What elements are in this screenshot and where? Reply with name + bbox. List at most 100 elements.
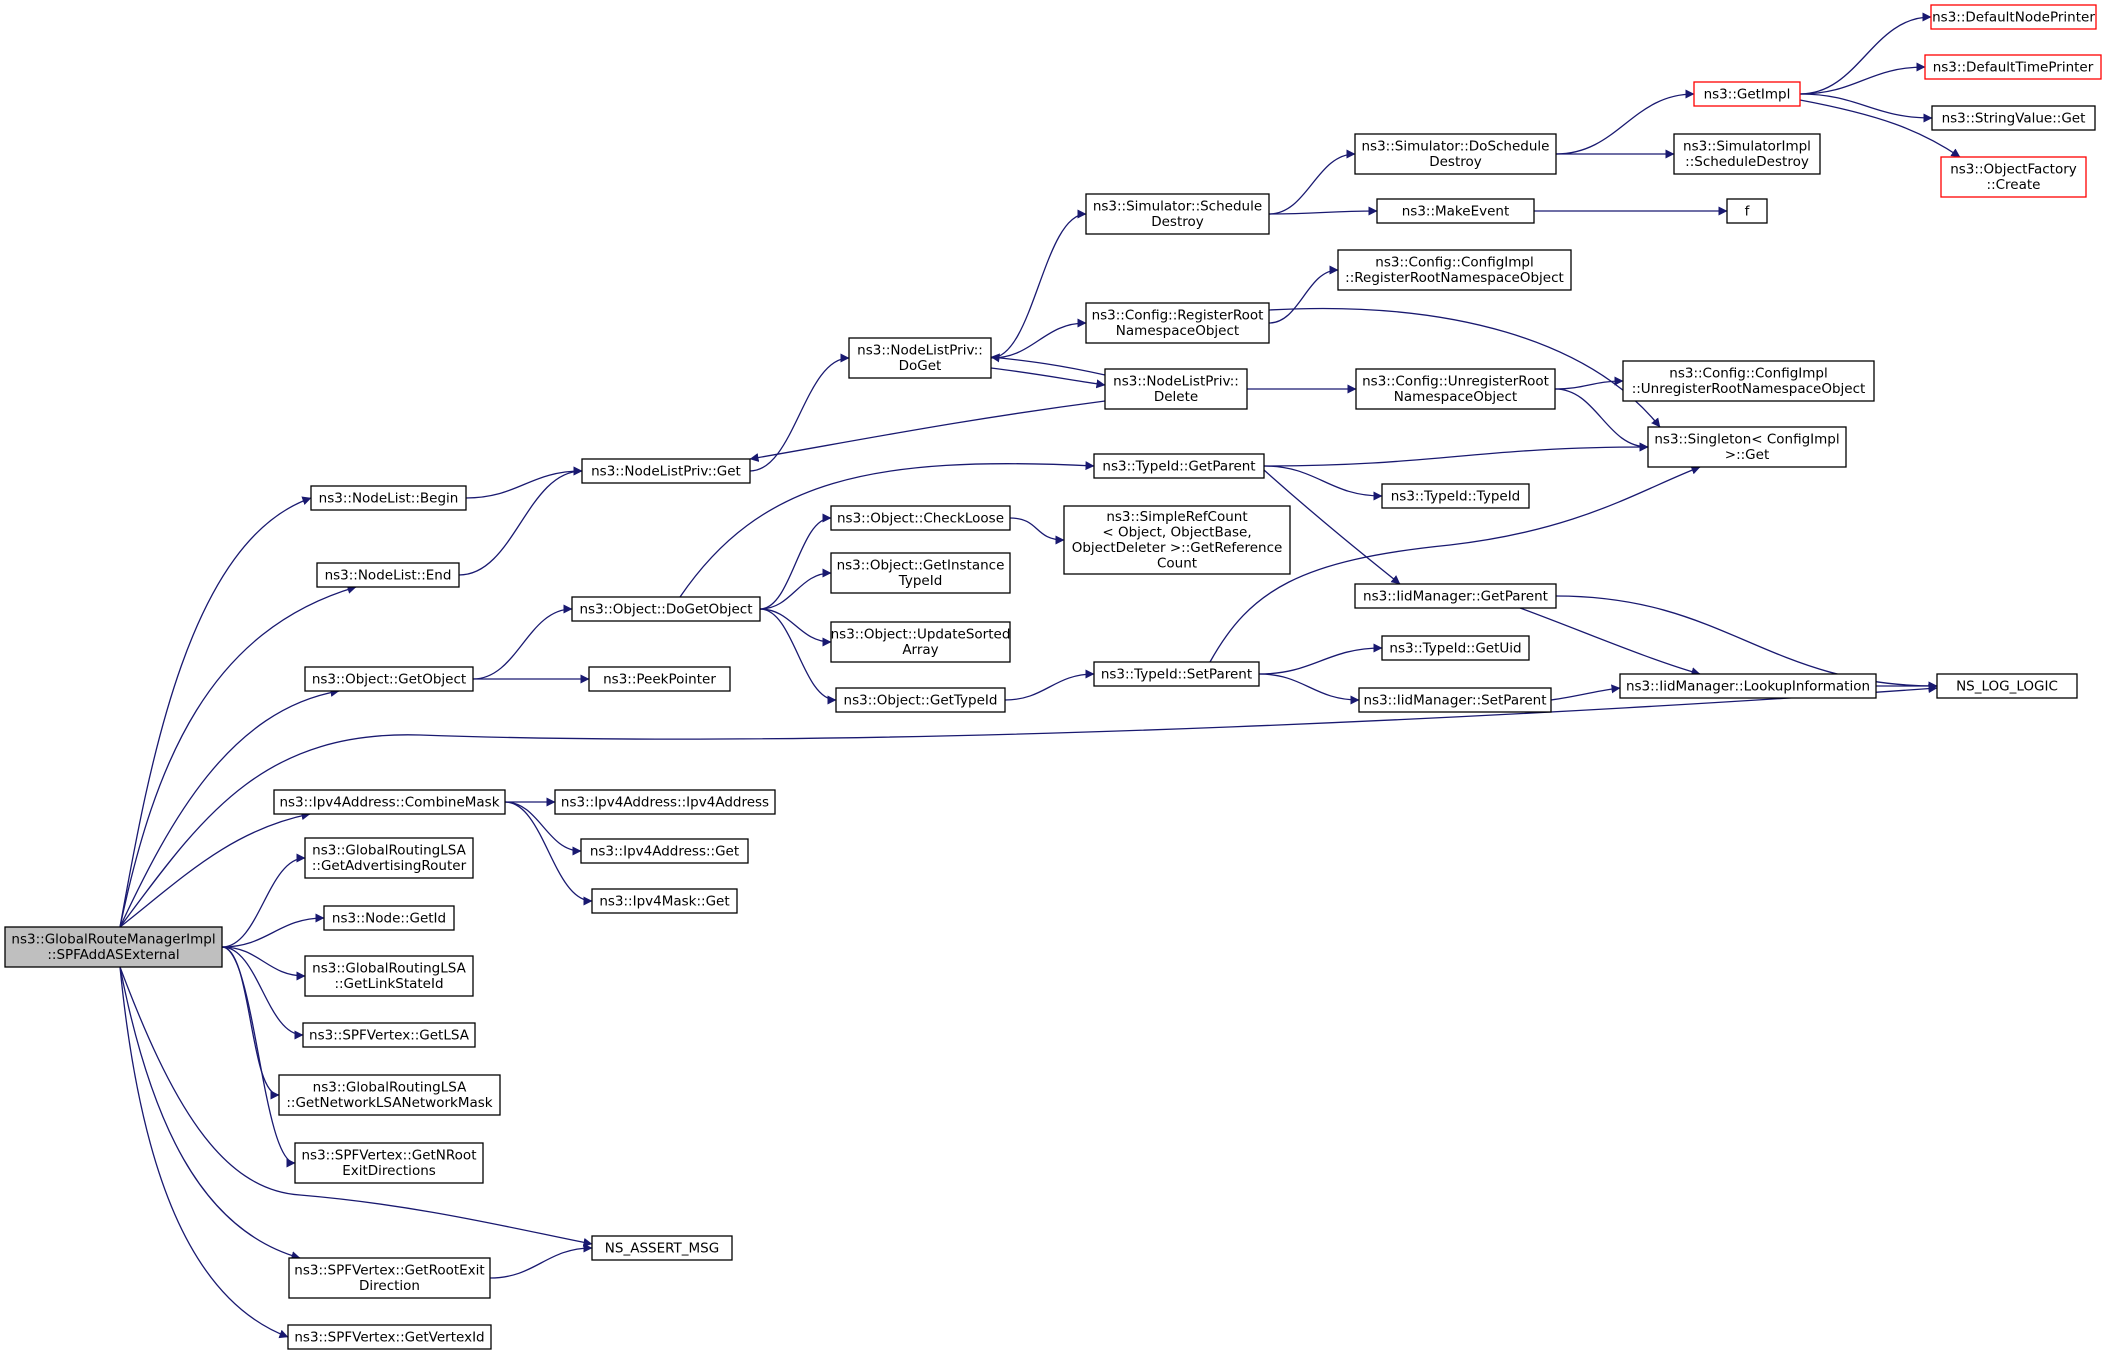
- node-defaultnodeprinter[interactable]: ns3::DefaultNodePrinter: [1930, 4, 2097, 30]
- node-spf_getlsa[interactable]: ns3::SPFVertex::GetLSA: [302, 1022, 476, 1048]
- node-simimpl_scheduledestroy[interactable]: ns3::SimulatorImpl::ScheduleDestroy: [1673, 133, 1821, 175]
- node-obj_gettypeid[interactable]: ns3::Object::GetTypeId: [835, 687, 1006, 713]
- edge-root-to-node_getid: [221, 913, 325, 948]
- node-cfg_unregisterroot[interactable]: ns3::Config::UnregisterRootNamespaceObje…: [1355, 368, 1556, 410]
- node-stringvalue_get[interactable]: ns3::StringValue::Get: [1931, 105, 2096, 131]
- node-typeid_setparent[interactable]: ns3::TypeId::SetParent: [1093, 661, 1260, 687]
- node-label-line: ns3::Object::GetTypeId: [844, 692, 998, 708]
- node-ipv4_ipv4address[interactable]: ns3::Ipv4Address::Ipv4Address: [554, 789, 776, 815]
- node-label-line: ns3::Ipv4Mask::Get: [599, 893, 729, 909]
- node-f[interactable]: f: [1726, 198, 1768, 224]
- edge-cfg_unregisterroot-to-cfgimpl_unregisterroot: [1554, 376, 1624, 390]
- node-label-line: ns3::IidManager::GetParent: [1363, 588, 1548, 604]
- node-objectfactory_create[interactable]: ns3::ObjectFactory::Create: [1940, 156, 2087, 198]
- node-box: [273, 789, 506, 815]
- node-simplerefcount[interactable]: ns3::SimpleRefCount< Object, ObjectBase,…: [1063, 505, 1291, 575]
- edge-nlp_doget-to-sim_scheduledestroy: [990, 209, 1087, 359]
- node-box: [1355, 368, 1556, 410]
- node-ns_log_logic[interactable]: NS_LOG_LOGIC: [1936, 673, 2078, 699]
- edge-sim_scheduledestroy-to-sim_doscheduledestroy: [1268, 149, 1356, 215]
- node-label-line: ns3::SimulatorImpl: [1683, 139, 1811, 155]
- node-peekpointer[interactable]: ns3::PeekPointer: [588, 666, 731, 692]
- edge-obj_dogetobject-to-obj_gettypeid: [759, 608, 837, 705]
- edge-nlp_delete-to-nlp_get: [749, 400, 1106, 462]
- node-getimpl[interactable]: ns3::GetImpl: [1693, 81, 1801, 107]
- node-nlp_delete[interactable]: ns3::NodeListPriv::Delete: [1104, 368, 1248, 410]
- node-box: [848, 337, 992, 379]
- node-label-line: ns3::TypeId::TypeId: [1391, 488, 1521, 504]
- node-box: [1673, 133, 1821, 175]
- node-grl_getlinkstateid[interactable]: ns3::GlobalRoutingLSA::GetLinkStateId: [304, 955, 474, 997]
- node-box: [554, 789, 776, 815]
- node-box: [1619, 673, 1877, 699]
- node-label-line: ns3::NodeList::Begin: [319, 490, 459, 506]
- node-makeevent[interactable]: ns3::MakeEvent: [1376, 198, 1535, 224]
- node-defaulttimeprinter[interactable]: ns3::DefaultTimePrinter: [1924, 54, 2102, 80]
- node-cfgimpl_registerroot[interactable]: ns3::Config::ConfigImpl::RegisterRootNam…: [1337, 249, 1572, 291]
- node-label-line: NS_LOG_LOGIC: [1956, 678, 2058, 694]
- node-box: [581, 458, 751, 484]
- node-sim_scheduledestroy[interactable]: ns3::Simulator::ScheduleDestroy: [1085, 193, 1270, 235]
- node-label-line: ns3::NodeListPriv::Get: [591, 463, 741, 479]
- node-label-line: ::RegisterRootNamespaceObject: [1345, 270, 1564, 286]
- node-root[interactable]: ns3::GlobalRouteManagerImpl::SPFAddASExt…: [4, 926, 223, 968]
- node-singleton_get[interactable]: ns3::Singleton< ConfigImpl >::Get: [1647, 426, 1847, 468]
- edge-cfg_unregisterroot-to-singleton_get: [1554, 388, 1649, 452]
- node-box: [571, 596, 761, 622]
- node-label-line: ::GetAdvertisingRouter: [312, 858, 467, 874]
- node-iid_lookupinfo[interactable]: ns3::IidManager::LookupInformation: [1619, 673, 1877, 699]
- node-label-line: ns3::GlobalRouteManagerImpl: [11, 932, 215, 948]
- node-cfgimpl_unregisterroot[interactable]: ns3::Config::ConfigImpl::UnregisterRootN…: [1622, 360, 1875, 402]
- node-box: [287, 1324, 492, 1350]
- node-box: [288, 1257, 491, 1299]
- node-box: [1063, 505, 1291, 575]
- edge-root-to-spf_getvertexid: [119, 966, 289, 1339]
- node-nlp_get[interactable]: ns3::NodeListPriv::Get: [581, 458, 751, 484]
- node-iid_setparent[interactable]: ns3::IidManager::SetParent: [1358, 687, 1552, 713]
- node-label-line: NS_ASSERT_MSG: [605, 1240, 719, 1256]
- node-label-line: Count: [1157, 556, 1197, 572]
- node-spf_getvertexid[interactable]: ns3::SPFVertex::GetVertexId: [287, 1324, 492, 1350]
- node-nl_end[interactable]: ns3::NodeList::End: [316, 562, 460, 588]
- node-ipv4_combinemask[interactable]: ns3::Ipv4Address::CombineMask: [273, 789, 506, 815]
- node-nl_begin[interactable]: ns3::NodeList::Begin: [310, 485, 467, 511]
- node-label-line: ns3::PeekPointer: [603, 671, 716, 687]
- node-node_getid[interactable]: ns3::Node::GetId: [323, 905, 455, 931]
- node-ipv4_get[interactable]: ns3::Ipv4Address::Get: [580, 838, 749, 864]
- node-box: [1358, 687, 1552, 713]
- edge-root-to-ns_assert_msg: [119, 966, 593, 1247]
- edge-obj_checkloose-to-simplerefcount: [1009, 517, 1065, 545]
- node-typeid_getparent[interactable]: ns3::TypeId::GetParent: [1093, 453, 1265, 479]
- node-grl_getadvrouter[interactable]: ns3::GlobalRoutingLSA::GetAdvertisingRou…: [304, 837, 474, 879]
- node-typeid_getuid[interactable]: ns3::TypeId::GetUid: [1381, 635, 1530, 661]
- node-obj_getobject[interactable]: ns3::Object::GetObject: [304, 666, 474, 692]
- node-label-line: ns3::TypeId::SetParent: [1101, 666, 1252, 682]
- edge-getimpl-to-stringvalue_get: [1799, 93, 1933, 123]
- node-obj_checkloose[interactable]: ns3::Object::CheckLoose: [830, 505, 1011, 531]
- node-iid_getparent[interactable]: ns3::IidManager::GetParent: [1354, 583, 1557, 609]
- node-grl_getnetmask[interactable]: ns3::GlobalRoutingLSA::GetNetworkLSANetw…: [278, 1074, 501, 1116]
- edge-typeid_getparent-to-typeid_typeid: [1263, 465, 1383, 501]
- node-ns_assert_msg[interactable]: NS_ASSERT_MSG: [591, 1235, 733, 1261]
- node-label-line: ns3::Ipv4Address::Ipv4Address: [561, 794, 769, 810]
- node-box: [830, 552, 1011, 594]
- node-label-line: ns3::Config::ConfigImpl: [1375, 255, 1533, 271]
- node-box: [835, 687, 1006, 713]
- node-box: [591, 888, 738, 914]
- edge-nl_begin-to-nlp_get: [465, 466, 583, 499]
- node-label-line: ns3::IidManager::SetParent: [1364, 692, 1547, 708]
- node-ipv4mask_get[interactable]: ns3::Ipv4Mask::Get: [591, 888, 738, 914]
- node-typeid_typeid[interactable]: ns3::TypeId::TypeId: [1381, 483, 1530, 509]
- node-obj_dogetobject[interactable]: ns3::Object::DoGetObject: [571, 596, 761, 622]
- edge-nlp_delete-to-nlp_doget: [990, 353, 1106, 376]
- node-nlp_doget[interactable]: ns3::NodeListPriv::DoGet: [848, 337, 992, 379]
- node-box: [1381, 635, 1530, 661]
- node-cfg_registerroot[interactable]: ns3::Config::RegisterRootNamespaceObject: [1085, 302, 1270, 344]
- node-box: [1376, 198, 1535, 224]
- edge-nlp_doget-to-nlp_delete: [990, 367, 1106, 389]
